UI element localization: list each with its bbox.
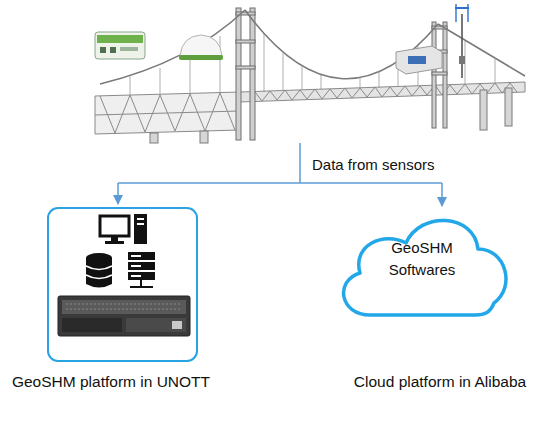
pc-tower-icon <box>137 218 144 220</box>
bridge-hanger <box>160 68 161 95</box>
bridge-cable <box>438 24 525 76</box>
server-icon <box>128 252 155 287</box>
monitor-icon <box>105 241 124 244</box>
monitor-icon <box>100 216 129 244</box>
bridge-pier <box>505 88 512 126</box>
bridge-pier <box>150 88 512 143</box>
rack-server-icon <box>62 318 122 332</box>
bridge-pier <box>200 131 208 143</box>
anemometer-icon <box>461 14 463 78</box>
bridge-tower <box>432 72 447 75</box>
anemometer-icon <box>467 4 468 22</box>
pc-tower-icon <box>134 214 147 244</box>
bridge-hanger <box>130 34 495 96</box>
cloud-text: GeoSHM Softwares <box>372 237 472 281</box>
bridge-hanger <box>360 77 361 88</box>
accelerometer-icon <box>396 46 442 74</box>
data-logger-icon <box>120 47 138 51</box>
monitor-icon <box>111 237 118 241</box>
bridge-hanger <box>321 75 322 90</box>
data-logger-icon <box>95 32 145 59</box>
server-icon <box>128 252 155 260</box>
bridge-hanger <box>302 66 303 90</box>
database-icon <box>86 266 112 270</box>
server-icon <box>131 265 141 267</box>
bridge-truss <box>95 111 240 115</box>
anemometer-icon <box>455 4 469 78</box>
gnss-antenna-icon <box>180 35 222 56</box>
bridge-pier <box>150 133 158 143</box>
cloud-caption: Cloud platform in Alibaba <box>325 372 550 392</box>
data-logger-icon <box>95 32 145 59</box>
rack-server-icon <box>58 296 190 336</box>
bridge-cable <box>100 10 525 84</box>
cloud-outline <box>344 220 506 315</box>
rack-server-icon <box>62 300 186 314</box>
server-icon <box>131 275 141 277</box>
gnss-antenna-icon <box>179 55 223 60</box>
bridge-hanger <box>220 36 221 93</box>
bridge-cable <box>100 10 245 84</box>
bridge-truss <box>95 82 525 134</box>
rack-server-icon <box>126 318 186 332</box>
database-icon <box>86 253 112 263</box>
cloud-shape: GeoSHM SoftwaresCloud platform in Alibab… <box>328 203 516 325</box>
platform-box: GeoSHM platform in UNOTT <box>47 207 198 362</box>
server-icon <box>128 272 155 280</box>
flow-arrow <box>441 183 443 206</box>
bridge-hanger <box>190 56 191 94</box>
accelerometer-icon <box>408 56 426 64</box>
box-caption: GeoSHM platform in UNOTT <box>0 372 226 392</box>
bridge-tower <box>236 12 255 15</box>
pc-tower-icon <box>137 223 144 225</box>
flow-arrow <box>118 182 442 184</box>
anemometer-icon <box>455 4 456 22</box>
data-logger-icon <box>110 47 116 53</box>
database-icon <box>86 253 112 288</box>
bridge-hanger <box>264 34 265 92</box>
server-icon <box>140 280 142 287</box>
bridge-tower <box>236 8 447 140</box>
flow-label: Data from sensors <box>312 155 435 175</box>
bridge-hanger <box>495 58 496 83</box>
bridge-pier <box>480 90 487 130</box>
rack-server-icon <box>66 309 182 310</box>
server-icon <box>131 255 141 257</box>
flow-arrow <box>118 143 442 206</box>
bridge-hanger <box>283 52 284 91</box>
accelerometer-icon <box>396 46 442 74</box>
bridge-hanger <box>130 76 131 96</box>
monitor-icon <box>100 216 129 236</box>
rack-server-icon <box>172 321 182 329</box>
anemometer-icon <box>455 7 469 9</box>
server-icon <box>128 262 155 270</box>
data-logger-icon <box>97 35 143 43</box>
bridge-truss <box>255 83 517 101</box>
bridge-hanger <box>379 71 380 88</box>
bridge-truss <box>95 92 240 134</box>
bridge-tower <box>236 8 241 140</box>
data-logger-icon <box>100 47 106 53</box>
database-icon <box>86 275 112 279</box>
flow-arrow <box>299 143 301 183</box>
server-icon <box>130 286 153 288</box>
rack-server-icon <box>66 304 182 305</box>
pc-tower-icon <box>134 214 147 244</box>
gnss-antenna-icon <box>179 35 223 60</box>
bridge-tower <box>236 66 255 69</box>
bridge-tower <box>250 8 255 140</box>
rack-server-icon <box>58 296 190 336</box>
anemometer-icon <box>459 56 465 64</box>
flow-arrow <box>117 183 119 204</box>
bridge-tower <box>236 40 255 43</box>
